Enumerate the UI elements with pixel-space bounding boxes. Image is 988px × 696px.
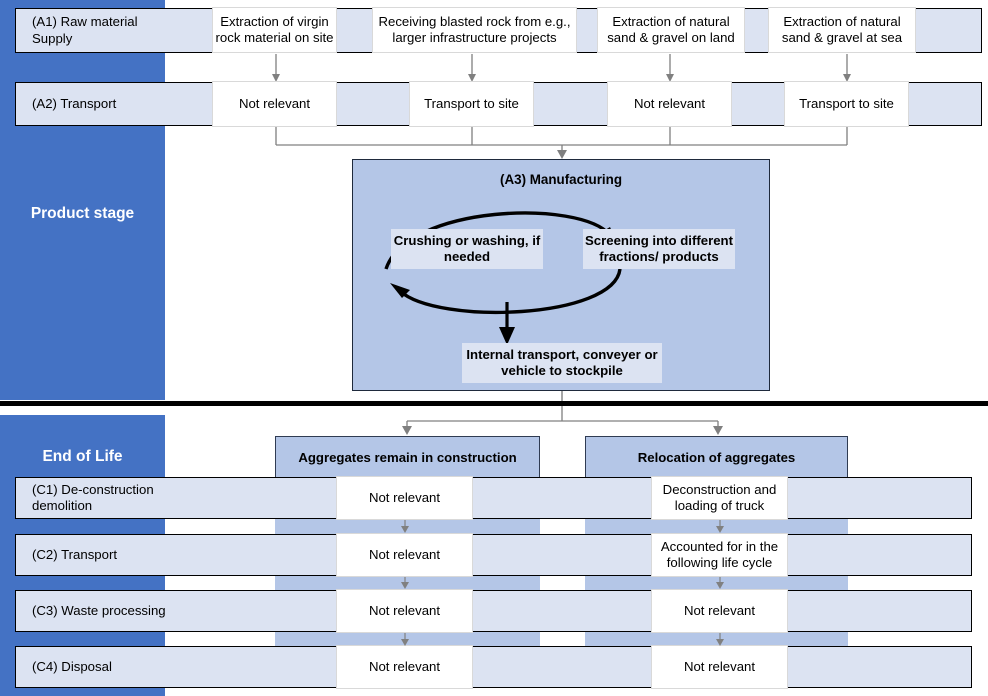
row-label-c2: (C2) Transport xyxy=(32,546,118,562)
row-label-a2: (A2) Transport xyxy=(32,95,117,111)
connector-a2-a3 xyxy=(275,127,848,159)
manufacturing-box-screening: Screening into different fractions/ prod… xyxy=(583,229,735,269)
manufacturing-box-internal-transport: Internal transport, conveyer or vehicle … xyxy=(462,343,662,383)
cell-c1-relocation: Deconstruction and loading of truck xyxy=(651,476,788,520)
cell-a2-3: Not relevant xyxy=(607,81,732,127)
cell-a1-3: Extraction of natural sand & gravel on l… xyxy=(597,7,745,53)
cell-c4-relocation: Not relevant xyxy=(651,645,788,689)
cell-c2-relocation: Accounted for in the following life cycl… xyxy=(651,533,788,577)
manufacturing-title: (A3) Manufacturing xyxy=(500,172,622,187)
cell-c3-relocation: Not relevant xyxy=(651,589,788,633)
manufacturing-box-crushing: Crushing or washing, if needed xyxy=(391,229,543,269)
cell-a1-4: Extraction of natural sand & gravel at s… xyxy=(768,7,916,53)
cell-c2-remain: Not relevant xyxy=(336,533,473,577)
scenario-header-relocation: Relocation of aggregates xyxy=(585,436,848,481)
row-band-c2: (C2) Transport xyxy=(15,534,972,576)
cell-a2-1: Not relevant xyxy=(212,81,337,127)
row-label-c3: (C3) Waste processing xyxy=(32,602,166,618)
stage-divider xyxy=(0,401,988,406)
connector-eol-split xyxy=(402,406,723,435)
stage-label-eol: End of Life xyxy=(42,448,123,465)
cell-c3-remain: Not relevant xyxy=(336,589,473,633)
cell-c4-remain: Not relevant xyxy=(336,645,473,689)
cell-a1-2: Receiving blasted rock from e.g., larger… xyxy=(372,7,577,53)
connector-a1-a2 xyxy=(272,54,851,82)
cell-a2-4: Transport to site xyxy=(784,81,909,127)
stage-block-product: Product stage xyxy=(0,0,165,400)
stage-label-product: Product stage xyxy=(30,205,135,222)
row-band-c4: (C4) Disposal xyxy=(15,646,972,688)
cell-c1-remain: Not relevant xyxy=(336,476,473,520)
row-band-c3: (C3) Waste processing xyxy=(15,590,972,632)
cell-a1-1: Extraction of virgin rock material on si… xyxy=(212,7,337,53)
row-label-c4: (C4) Disposal xyxy=(32,658,112,674)
cell-a2-2: Transport to site xyxy=(409,81,534,127)
